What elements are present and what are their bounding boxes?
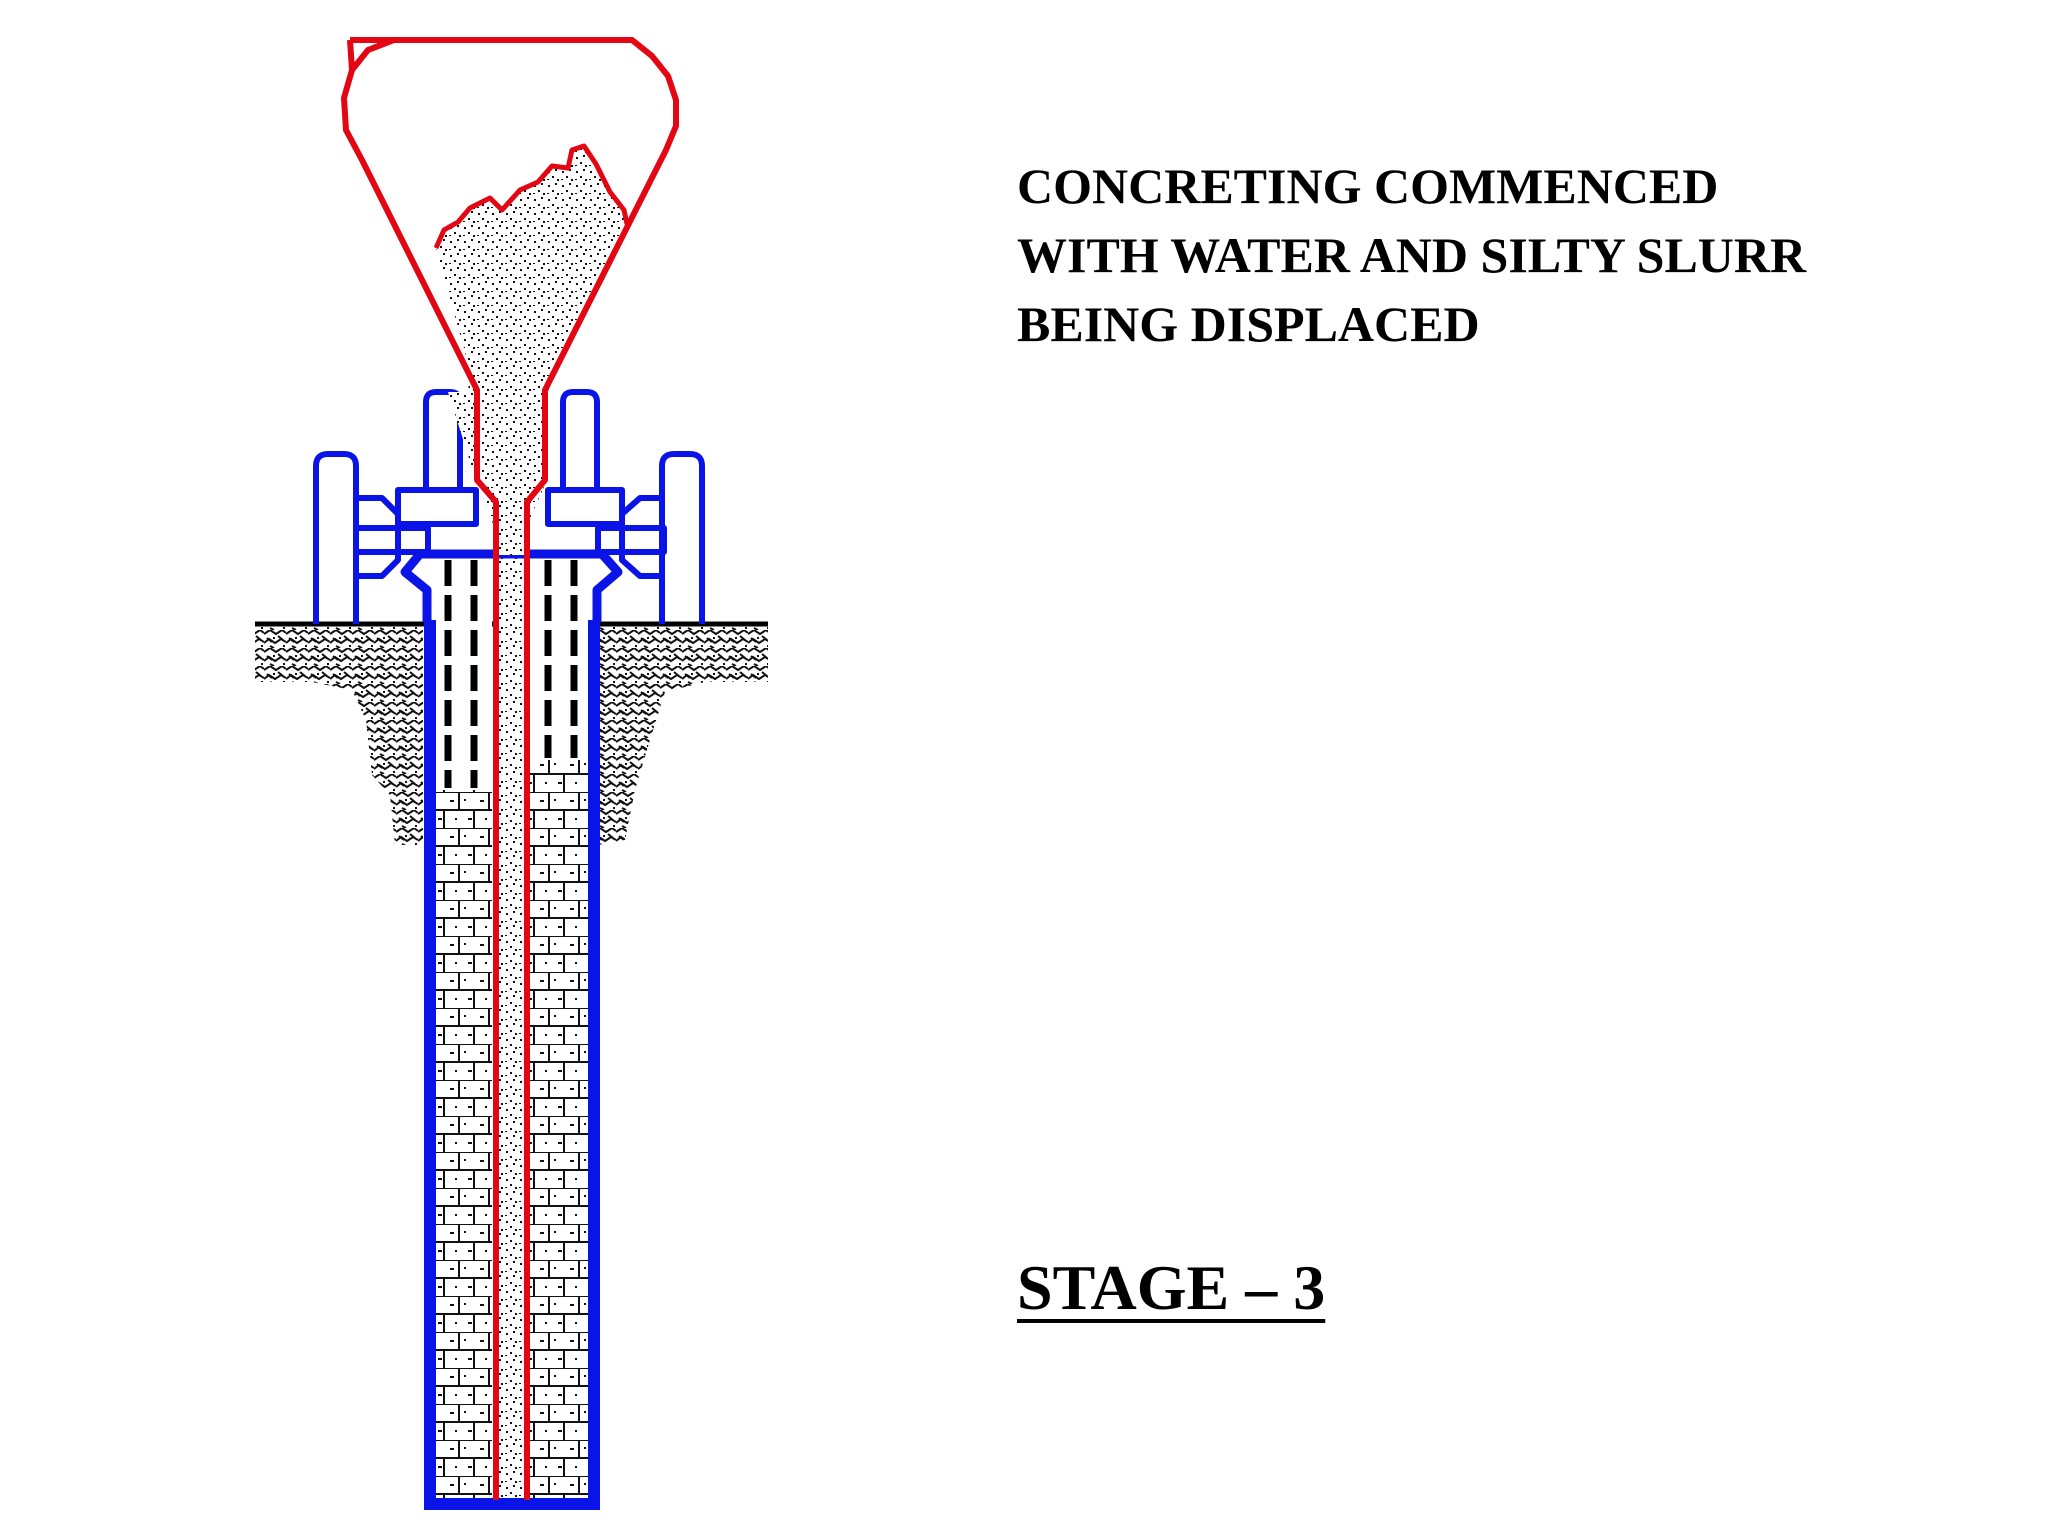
hopper-concrete bbox=[436, 146, 627, 555]
hopper-rim bbox=[349, 37, 630, 72]
stage-label: STAGE – 3 bbox=[1017, 1252, 1326, 1323]
caption-line-2: WITH WATER AND SILTY SLURR bbox=[1017, 227, 1807, 283]
caption-line-3: BEING DISPLACED bbox=[1017, 296, 1480, 352]
concrete-column-right bbox=[528, 760, 590, 1508]
inner-post-right bbox=[560, 389, 600, 490]
soil-left bbox=[255, 624, 423, 845]
clamp-beam-left bbox=[395, 487, 479, 527]
clamp-bracket-right bbox=[619, 495, 662, 579]
concrete-column-left bbox=[432, 790, 492, 1508]
outer-post-right bbox=[659, 451, 705, 624]
caption-line-1: CONCRETING COMMENCED bbox=[1017, 158, 1719, 214]
clamp-beam-right bbox=[545, 487, 625, 527]
casing-bottom bbox=[424, 1498, 600, 1510]
tremie-concrete-flow bbox=[496, 555, 526, 1508]
tremie-hopper bbox=[341, 37, 679, 1500]
clamp-bracket-left bbox=[356, 495, 401, 579]
bore-contents bbox=[432, 555, 590, 1508]
hopper-outline bbox=[341, 37, 679, 1500]
casing-right-wall bbox=[588, 620, 600, 1510]
soil-right bbox=[598, 624, 768, 845]
outer-post-left bbox=[313, 451, 359, 624]
clamp-arm-right bbox=[595, 525, 667, 555]
slurry-zone-left bbox=[432, 555, 492, 790]
clamp-arm-left bbox=[353, 525, 431, 555]
caption: CONCRETING COMMENCED WITH WATER AND SILT… bbox=[1017, 152, 1806, 359]
casing-left-wall bbox=[424, 620, 436, 1510]
casing bbox=[400, 549, 623, 1510]
slurry-zone-right bbox=[528, 555, 590, 760]
concrete-surface-line bbox=[433, 143, 630, 250]
